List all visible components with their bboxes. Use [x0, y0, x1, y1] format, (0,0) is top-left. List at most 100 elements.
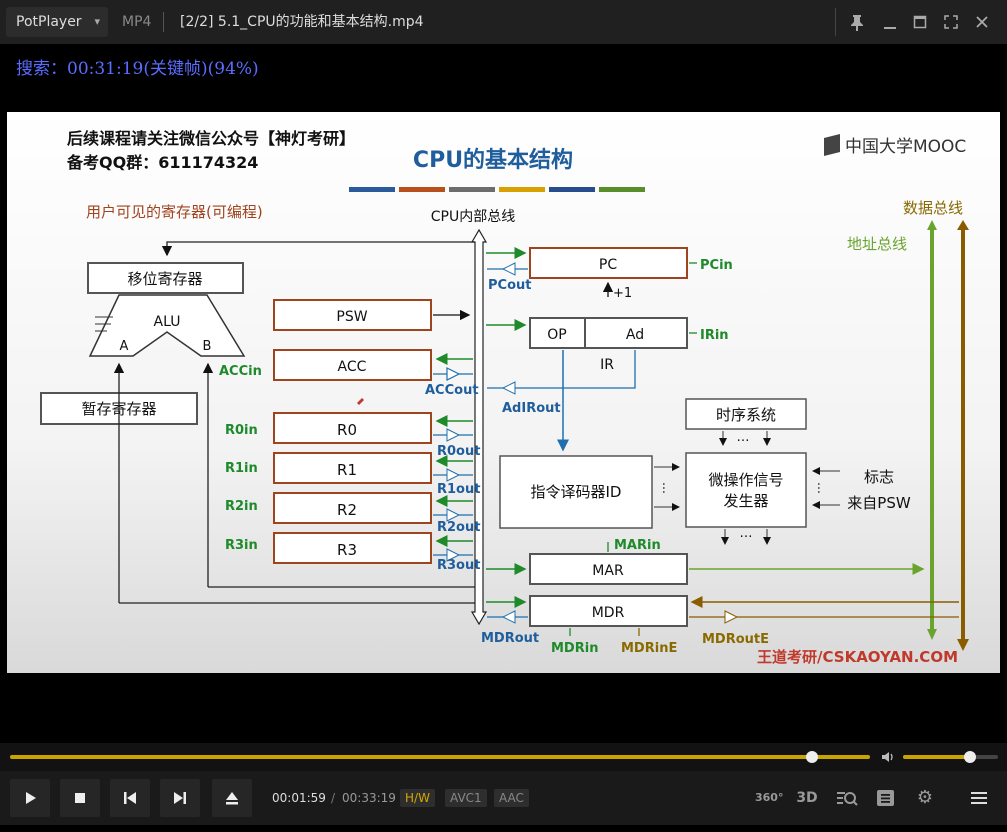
minimize-icon[interactable]	[880, 12, 900, 32]
r1-out-gate	[446, 468, 461, 482]
pc-out-gate	[501, 262, 516, 276]
pc-in-label: PCin	[700, 258, 733, 273]
video-frame[interactable]: 后续课程请关注微信公众号【神灯考研】 备考QQ群：611174324 CPU的基…	[7, 112, 1000, 673]
mar-label: MAR	[592, 563, 624, 579]
data-bus-label: 数据总线	[903, 199, 963, 217]
acc-register	[273, 349, 432, 381]
r3-label: R3	[337, 541, 357, 559]
mooc-logo: 中国大学MOOC	[824, 134, 966, 157]
app-name: PotPlayer	[16, 14, 82, 30]
volume-slider-thumb[interactable]	[964, 751, 976, 763]
r2-group: R2 R2in R2out	[225, 492, 480, 535]
ir-op-label: OP	[547, 327, 566, 343]
vr360-icon[interactable]: 360°	[755, 791, 784, 804]
stop-icon	[60, 779, 100, 817]
r0-out-gate	[446, 428, 461, 442]
mdr-in-label: MDRin	[551, 641, 598, 656]
alu-label: ALU	[154, 314, 181, 330]
timing-system	[685, 398, 807, 430]
total-time: 00:33:19	[342, 791, 396, 805]
micro-op-generator	[685, 452, 807, 528]
maximize-icon[interactable]	[910, 12, 930, 32]
mdr-register	[529, 595, 688, 627]
flag-signal-arrows	[812, 467, 840, 509]
alu-control-lines	[95, 316, 113, 332]
shift-register-label: 移位寄存器	[127, 270, 202, 288]
decoder-label: 指令译码器ID	[531, 483, 622, 501]
flag-signal-ellipsis: …	[815, 482, 829, 494]
alu-input-b: B	[203, 339, 212, 354]
mar-register	[529, 553, 688, 585]
eject-button[interactable]	[212, 779, 252, 817]
r1-label: R1	[337, 461, 357, 479]
audio-codec-badge[interactable]: AAC	[494, 789, 529, 807]
r2-register	[273, 492, 432, 524]
play-icon	[10, 779, 50, 817]
pc-register	[529, 247, 688, 279]
pin-icon[interactable]	[847, 12, 867, 32]
r3-out-label: R3out	[437, 558, 480, 573]
stop-button[interactable]	[60, 779, 100, 817]
window-controls-divider	[835, 8, 836, 36]
volume-slider[interactable]	[903, 751, 998, 763]
r1-group: R1 R1in R1out	[225, 452, 480, 497]
decoder-signal-ellipsis: …	[660, 482, 674, 494]
control-bar: 00:01:59 / 00:33:19 H/W AVC1 AAC 360° 3D…	[0, 771, 1007, 825]
r2-out-gate	[446, 508, 461, 522]
r0-in-label: R0in	[225, 423, 258, 438]
playlist-icon[interactable]	[874, 785, 898, 811]
slide-title: CPU的基本结构	[413, 147, 573, 173]
pc-out-label: PCout	[488, 278, 531, 293]
mar-in-label: MARin	[614, 538, 661, 553]
timing-system-label: 时序系统	[716, 406, 776, 424]
notice-line-1: 后续课程请关注微信公众号【神灯考研】	[67, 129, 355, 148]
previous-button[interactable]	[110, 779, 150, 817]
adir-out-gate	[501, 381, 516, 395]
ir-ad-label: Ad	[626, 327, 644, 343]
r2-in-label: R2in	[225, 499, 258, 514]
r0-register	[273, 412, 432, 444]
seek-bar[interactable]	[10, 751, 870, 763]
menu-icon[interactable]	[966, 785, 992, 811]
title-color-bar	[349, 187, 645, 192]
chevron-down-icon: ▾	[94, 15, 100, 28]
adir-out-line	[487, 350, 636, 389]
internal-bus-label: CPU内部总线	[431, 209, 515, 225]
instruction-decoder	[499, 455, 653, 529]
mdr-label: MDR	[592, 605, 625, 621]
eject-icon	[212, 779, 252, 817]
adir-out-label: AdIRout	[502, 401, 561, 416]
timing-signal-arrows	[719, 431, 771, 446]
r1-out-label: R1out	[437, 482, 480, 497]
seek-bar-thumb[interactable]	[806, 751, 818, 763]
close-icon[interactable]	[972, 12, 992, 32]
time-separator: /	[331, 791, 336, 805]
address-bus-label: 地址总线	[847, 235, 907, 253]
timing-ellipsis: …	[737, 430, 750, 445]
r1-register	[273, 452, 432, 484]
next-button[interactable]	[160, 779, 200, 817]
title-bar: PotPlayer ▾ MP4 [2/2] 5.1_CPU的功能和基本结构.mp…	[0, 0, 1007, 44]
notice-line-2: 备考QQ群：611174324	[66, 153, 258, 172]
play-button[interactable]	[10, 779, 50, 817]
video-codec-badge[interactable]: AVC1	[445, 789, 487, 807]
shift-register	[87, 262, 244, 294]
settings-icon[interactable]: ⚙	[916, 787, 934, 808]
app-menu-button[interactable]: PotPlayer ▾	[6, 7, 108, 37]
address-bus	[927, 220, 937, 640]
r3-in-label: R3in	[225, 538, 258, 553]
format-label: MP4	[122, 14, 152, 30]
zoom-icon[interactable]	[834, 785, 860, 811]
next-icon	[160, 779, 200, 817]
mdr-out-e-gate	[724, 610, 739, 624]
r0-group: R0 R0in R0out	[225, 412, 480, 459]
fullscreen-icon[interactable]	[941, 12, 961, 32]
mdr-out-gate	[501, 610, 516, 624]
r1-in-label: R1in	[225, 461, 258, 476]
3d-icon[interactable]: 3D	[796, 790, 818, 806]
pen-cursor-icon	[357, 398, 364, 405]
alu-input-a: A	[120, 339, 129, 354]
volume-icon[interactable]	[880, 749, 896, 765]
hw-decode-badge[interactable]: H/W	[400, 789, 435, 807]
flags-label-2: 来自PSW	[847, 494, 911, 512]
